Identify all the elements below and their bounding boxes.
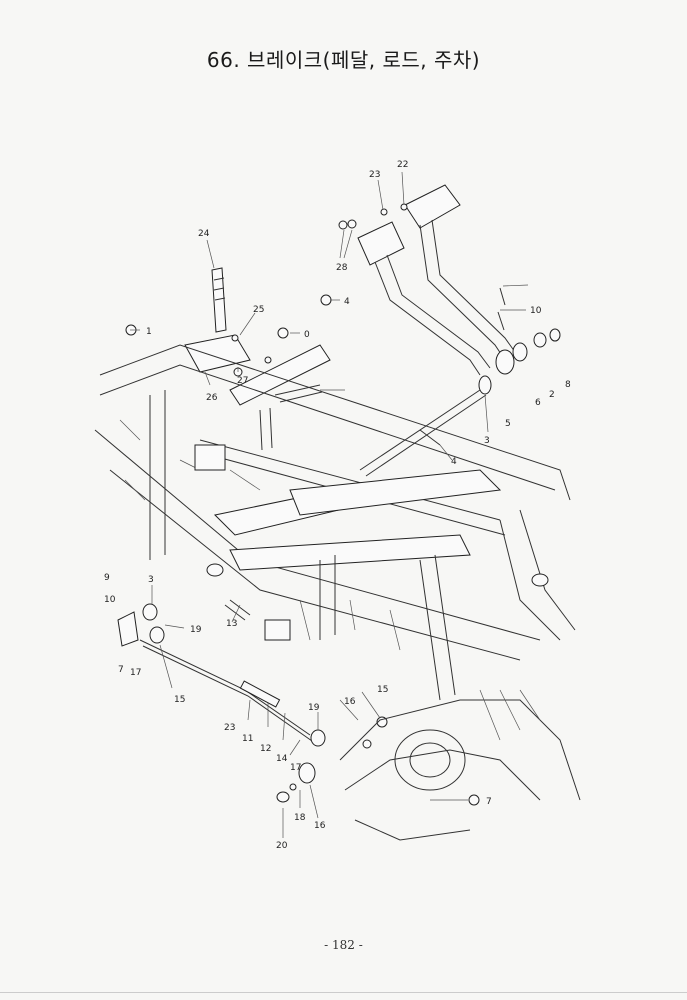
leader-lines	[130, 171, 529, 838]
callout-16-lower: 16	[314, 821, 326, 831]
callout-0: 0	[304, 330, 310, 340]
callout-10-upper: 10	[530, 306, 542, 316]
callout-15-right: 15	[377, 685, 388, 695]
callout-27: 27	[237, 376, 248, 386]
callout-15-left: 15	[174, 695, 185, 705]
callout-13: 13	[226, 619, 237, 629]
callout-19-lower: 19	[308, 703, 320, 713]
callout-23-lower: 23	[224, 723, 235, 733]
callout-12: 12	[260, 744, 271, 754]
callout-16-right: 16	[344, 697, 356, 707]
callout-4-lower: 4	[451, 457, 457, 467]
callout-23: 23	[369, 170, 380, 180]
callout-14: 14	[276, 754, 288, 764]
callout-3-lower: 3	[148, 575, 154, 585]
callout-22: 22	[397, 160, 408, 170]
callout-7-left: 7	[118, 665, 124, 675]
brake-pedal-assembly	[338, 184, 561, 477]
bottom-divider	[0, 992, 687, 993]
brake-rod-linkage	[117, 599, 388, 803]
callout-1-upper: 1	[146, 327, 152, 337]
callout-18: 18	[294, 813, 306, 823]
page-number: - 182 -	[324, 938, 363, 952]
callout-7-right: 7	[486, 797, 492, 807]
callout-26: 26	[206, 393, 218, 403]
callout-17-left: 17	[130, 668, 141, 678]
transmission-housing	[339, 689, 581, 841]
callout-labels: 22 23 28 24 25 27 26 4 0 1 10 6 5 2 8 3 …	[104, 160, 571, 851]
callout-20: 20	[276, 841, 288, 851]
callout-5: 5	[505, 419, 511, 429]
callout-9: 9	[104, 573, 110, 583]
parking-lever-assembly	[125, 267, 332, 451]
callout-10-lower: 10	[104, 595, 116, 605]
callout-2: 2	[549, 390, 555, 400]
callout-19-left: 19	[190, 625, 202, 635]
callout-4-upper: 4	[344, 297, 350, 307]
callout-25: 25	[253, 305, 264, 315]
callout-11: 11	[242, 734, 253, 744]
callout-8: 8	[565, 380, 571, 390]
callout-3-upper: 3	[484, 436, 490, 446]
callout-17-lower: 17	[290, 763, 301, 773]
vehicle-frame	[94, 344, 576, 701]
callout-24: 24	[198, 229, 210, 239]
callout-6: 6	[535, 398, 541, 408]
callout-28: 28	[336, 263, 348, 273]
page-title: 66. 브레이크(페달, 로드, 주차)	[206, 48, 481, 72]
